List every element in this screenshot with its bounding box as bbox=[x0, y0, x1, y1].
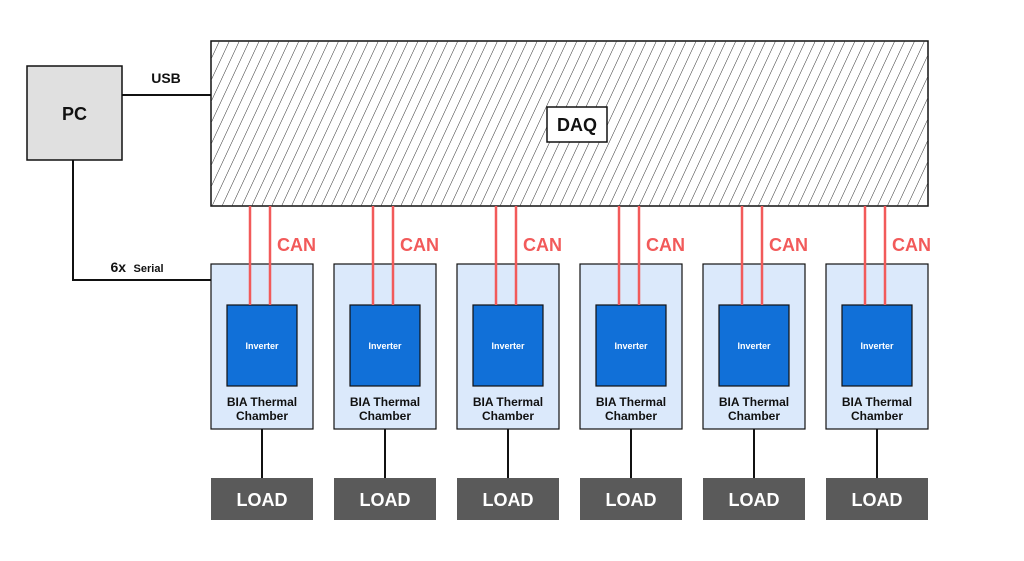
inverter-box bbox=[841, 304, 913, 387]
serial-text: Serial bbox=[134, 263, 164, 275]
inverter-box bbox=[349, 304, 421, 387]
load-box bbox=[826, 478, 928, 520]
pc-box bbox=[26, 65, 123, 161]
chamber-label-line-2: Chamber bbox=[605, 409, 657, 423]
serial-connection-line bbox=[72, 160, 211, 281]
load-box bbox=[580, 478, 682, 520]
daq-label-box bbox=[546, 106, 608, 143]
serial-count: 6x bbox=[111, 259, 127, 275]
inverter-box bbox=[595, 304, 667, 387]
can-label: CAN bbox=[892, 235, 931, 255]
usb-label: USB bbox=[151, 70, 181, 86]
inverter-label: Inverter bbox=[245, 341, 279, 351]
load-label: LOAD bbox=[729, 490, 780, 510]
inverter-box bbox=[472, 304, 544, 387]
inverter-label: Inverter bbox=[614, 341, 648, 351]
can-label: CAN bbox=[646, 235, 685, 255]
load-box bbox=[334, 478, 436, 520]
load-label: LOAD bbox=[483, 490, 534, 510]
pc-label: PC bbox=[62, 104, 87, 124]
chamber-label-line-1: BIA Thermal bbox=[227, 395, 297, 409]
daq-label: DAQ bbox=[557, 115, 597, 135]
chamber-label-line-2: Chamber bbox=[359, 409, 411, 423]
load-label: LOAD bbox=[606, 490, 657, 510]
can-label: CAN bbox=[400, 235, 439, 255]
load-box bbox=[703, 478, 805, 520]
load-label: LOAD bbox=[360, 490, 411, 510]
inverter-box bbox=[226, 304, 298, 387]
chamber-label-line-1: BIA Thermal bbox=[596, 395, 666, 409]
chamber-label-line-1: BIA Thermal bbox=[473, 395, 543, 409]
chamber-label-line-1: BIA Thermal bbox=[350, 395, 420, 409]
chamber-label-line-2: Chamber bbox=[851, 409, 903, 423]
chamber-label-line-2: Chamber bbox=[482, 409, 534, 423]
load-label: LOAD bbox=[852, 490, 903, 510]
inverter-label: Inverter bbox=[491, 341, 525, 351]
inverter-label: Inverter bbox=[368, 341, 402, 351]
chamber-label-line-1: BIA Thermal bbox=[719, 395, 789, 409]
serial-label: 6x Serial bbox=[111, 259, 164, 276]
can-label: CAN bbox=[523, 235, 562, 255]
load-label: LOAD bbox=[237, 490, 288, 510]
can-label: CAN bbox=[769, 235, 808, 255]
load-box bbox=[457, 478, 559, 520]
inverter-box bbox=[718, 304, 790, 387]
chamber-label-line-2: Chamber bbox=[728, 409, 780, 423]
inverter-label: Inverter bbox=[860, 341, 894, 351]
load-box bbox=[211, 478, 313, 520]
inverter-label: Inverter bbox=[737, 341, 771, 351]
chamber-label-line-2: Chamber bbox=[236, 409, 288, 423]
chamber-label-line-1: BIA Thermal bbox=[842, 395, 912, 409]
can-label: CAN bbox=[277, 235, 316, 255]
